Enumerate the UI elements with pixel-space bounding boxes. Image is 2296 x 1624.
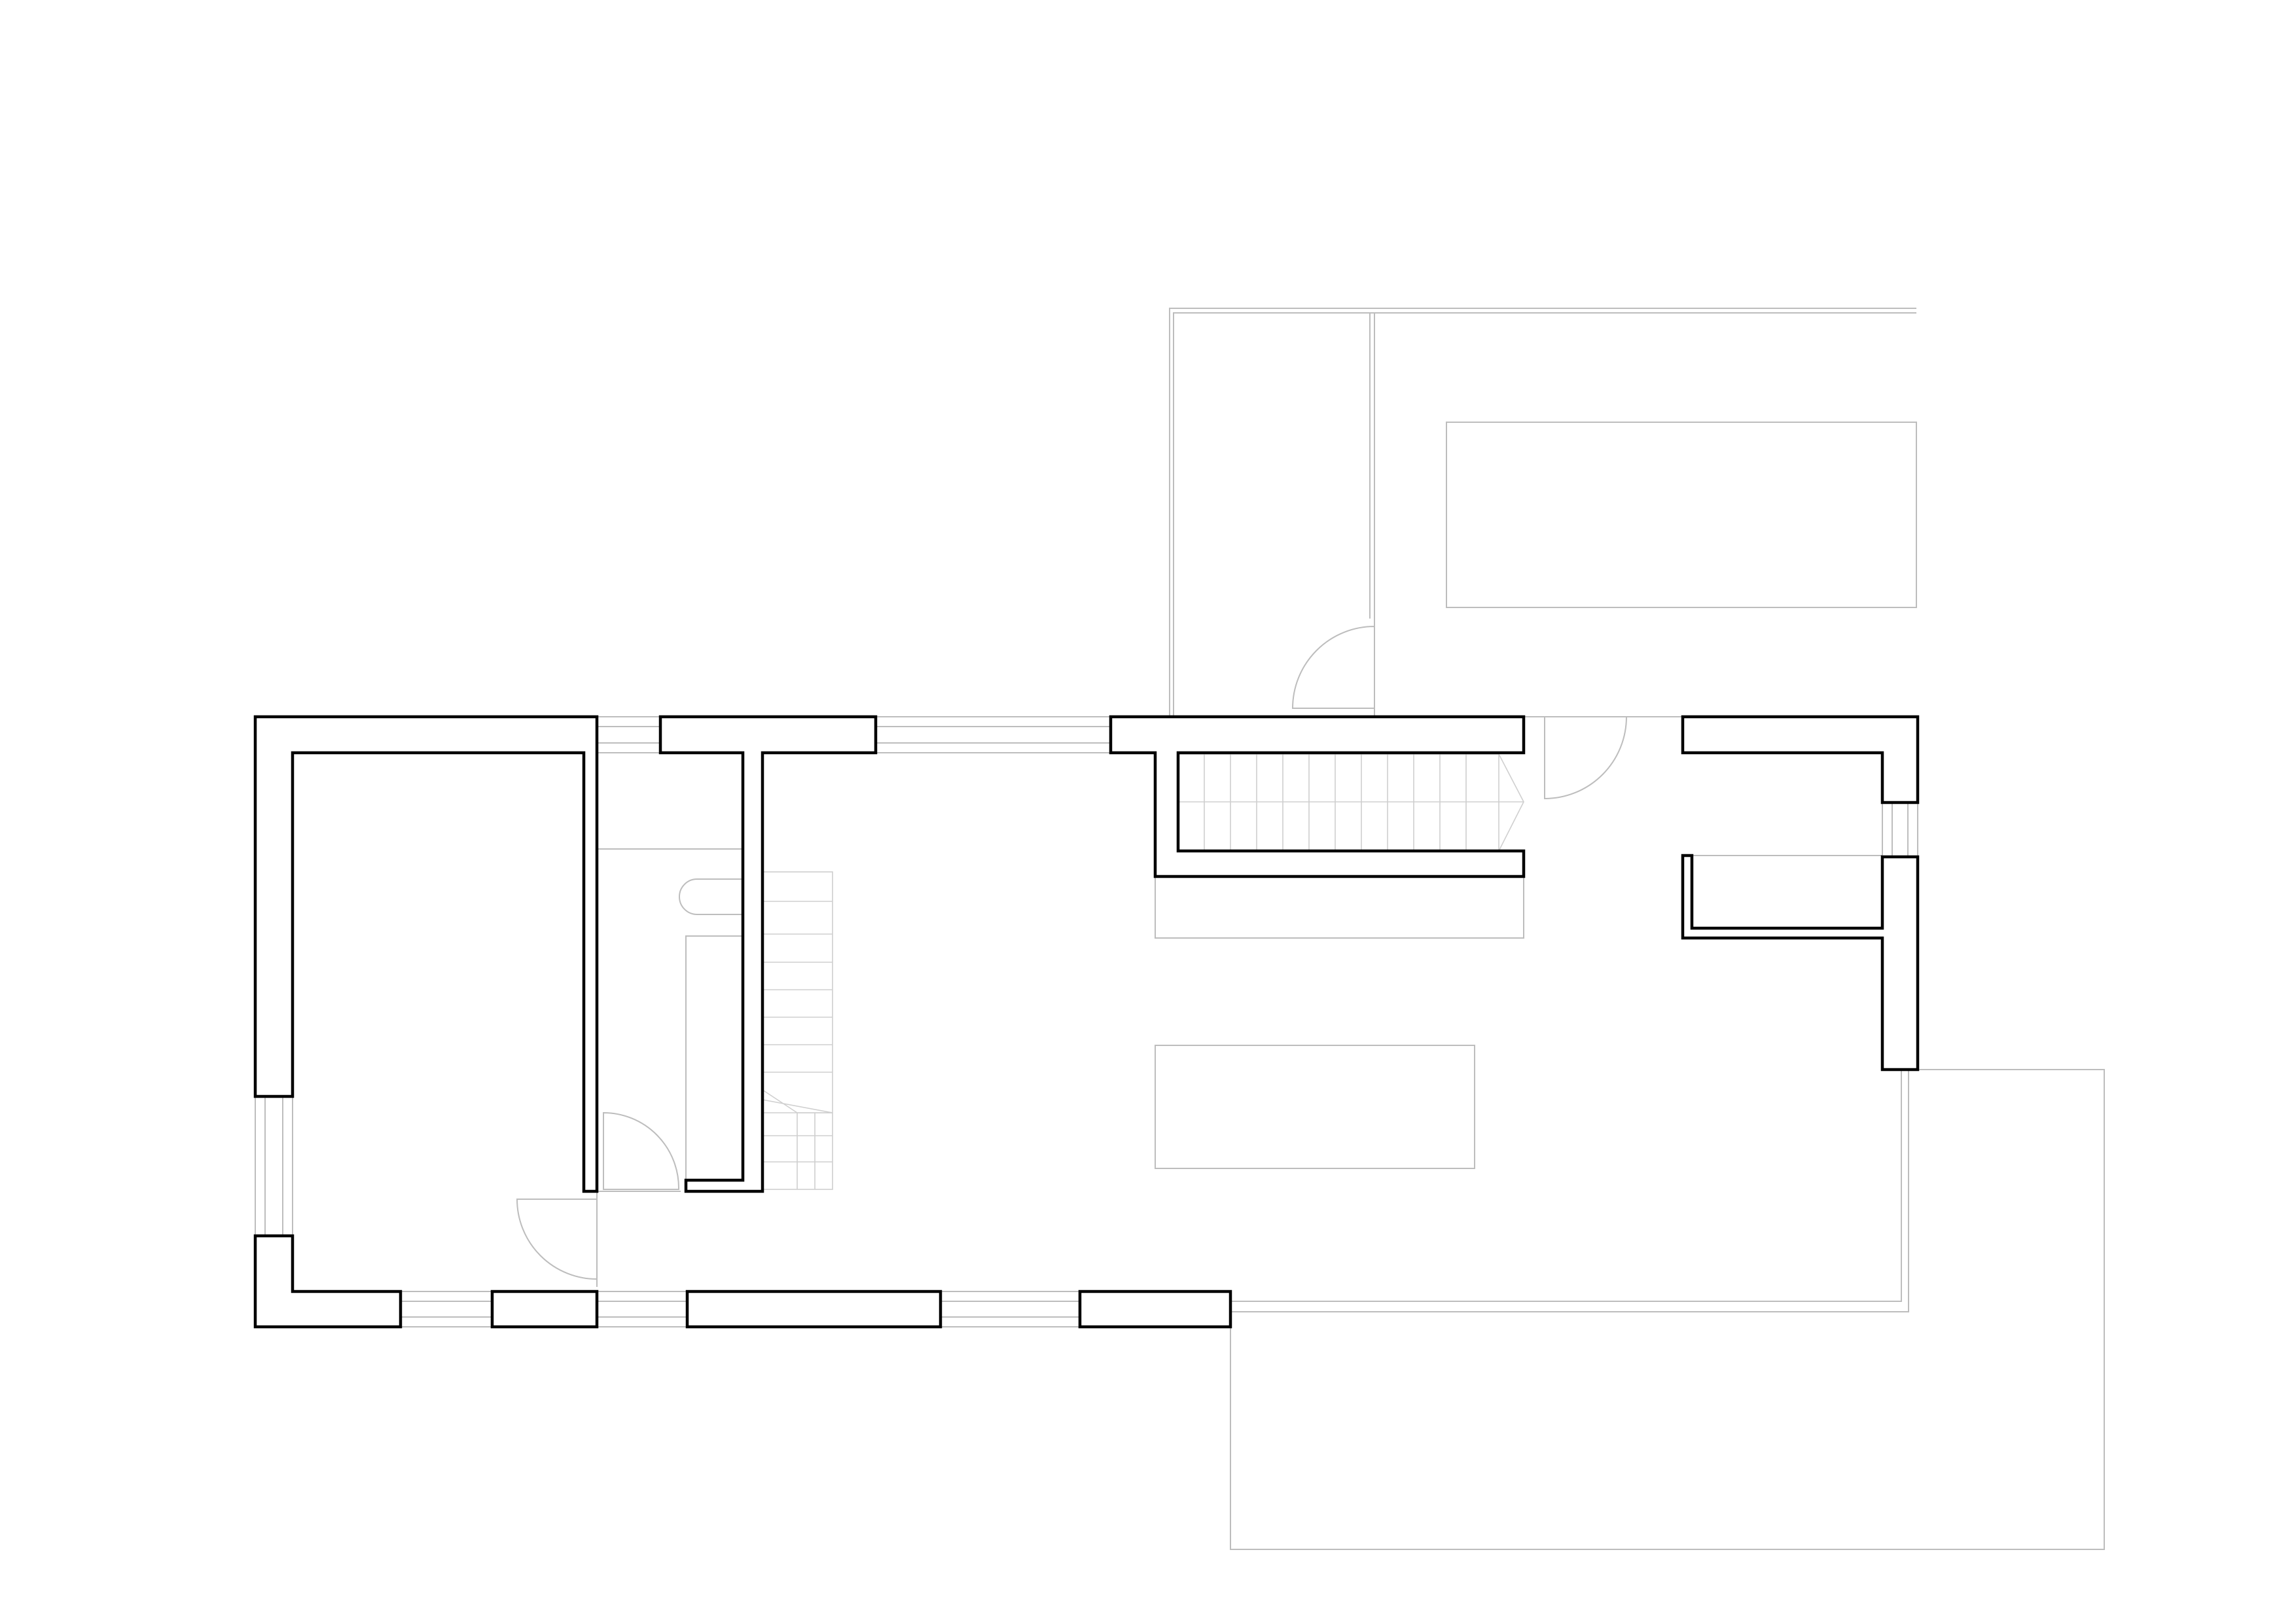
north-counter-block [1446, 422, 1917, 608]
terrace-outline [1230, 1069, 2105, 1550]
bathroom-door [603, 1111, 680, 1190]
north-annex [1169, 308, 1917, 716]
washbasin [679, 878, 743, 915]
terrace [1230, 1069, 2105, 1550]
stair-wall [1109, 715, 1526, 878]
kitchen-island [1155, 1045, 1475, 1169]
south-wall-segment-3 [1078, 1290, 1232, 1329]
shower-tray [685, 935, 743, 1180]
south-wall-segment-2 [685, 1290, 942, 1329]
t-wall [658, 715, 878, 1193]
entrance-door [516, 1199, 598, 1280]
partitions [596, 753, 1882, 1287]
walls [253, 715, 1920, 1329]
doors [516, 716, 1628, 1280]
west-staircase [762, 871, 833, 1190]
storage-door [1544, 716, 1628, 800]
north-east-corner-wall [1681, 715, 1920, 804]
south-wall-segment-1 [490, 1290, 599, 1329]
south-west-corner-wall [253, 1234, 403, 1329]
east-storage-wall [1681, 854, 1920, 1072]
west-room-wall [253, 715, 599, 1193]
central-staircase [1178, 753, 1524, 852]
north-annex-door [1291, 625, 1375, 709]
windows [255, 716, 1918, 1327]
bathroom-fixtures [679, 878, 743, 1180]
